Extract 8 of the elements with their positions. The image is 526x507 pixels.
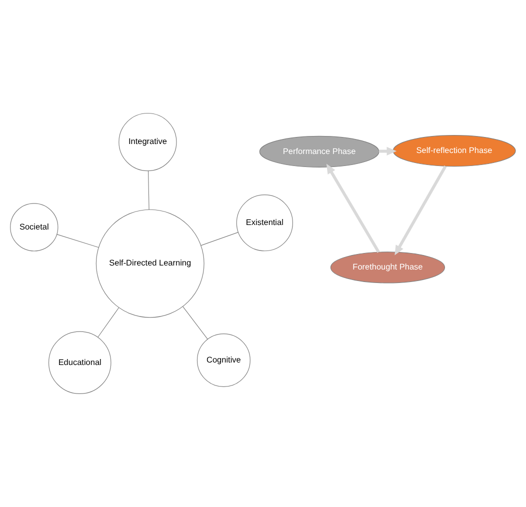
connector	[200, 232, 238, 246]
arrow	[378, 146, 397, 156]
connector	[98, 307, 120, 338]
connector	[56, 234, 99, 248]
connector	[182, 306, 208, 340]
arrow	[394, 166, 447, 256]
arrow	[326, 164, 380, 253]
connector	[148, 170, 150, 210]
